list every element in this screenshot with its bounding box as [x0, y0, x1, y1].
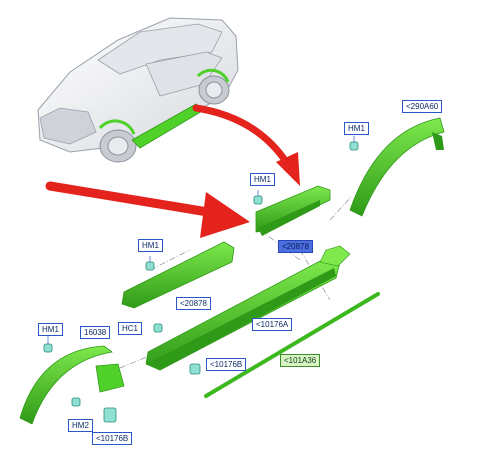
label-20878-highlighted: <20878 — [278, 240, 313, 253]
lower-strip — [204, 292, 380, 398]
front-wheel-arch — [19, 345, 113, 425]
label-hc1: HC1 — [118, 322, 143, 335]
label-290a60: <290A60 — [402, 100, 443, 113]
label-hm2: HM2 — [68, 419, 93, 432]
label-10176b-low: <10176B — [92, 432, 133, 445]
label-16038: 16038 — [80, 326, 111, 339]
clip-fastener-icon — [43, 141, 359, 423]
label-hm1-upper: HM1 — [250, 173, 275, 186]
label-10176b-mid: <10176B — [206, 358, 247, 371]
vehicle-suv-icon — [37, 17, 239, 163]
red-pointer-arrow — [45, 104, 300, 238]
label-hm1-front-door: HM1 — [138, 239, 163, 252]
label-101a36: <101A36 — [280, 354, 321, 367]
label-hm1-rear: HM1 — [344, 122, 369, 135]
label-hm1-arch: HM1 — [38, 323, 63, 336]
door-moulding-upper — [255, 185, 331, 233]
rear-wheel-arch — [349, 117, 445, 217]
label-20878: <20878 — [176, 297, 211, 310]
door-moulding-front — [121, 241, 235, 309]
label-10176a: <10176A — [252, 318, 293, 331]
